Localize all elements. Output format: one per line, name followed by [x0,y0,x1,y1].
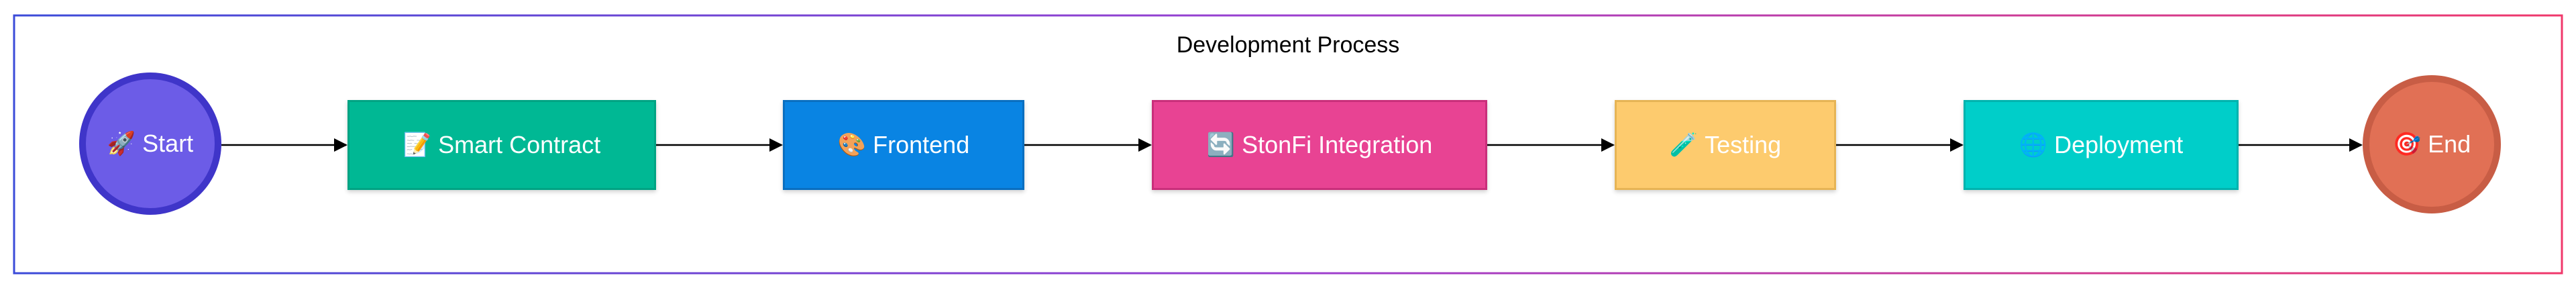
subgraph: Development Process [13,15,2563,274]
end-icon: 🎯 [2392,132,2422,157]
smart-contract-icon: 📝 [402,132,432,158]
deployment-icon: 🌐 [2019,132,2048,158]
node-testing: 🧪Testing [1615,100,1836,190]
start-icon: 🚀 [107,131,136,156]
node-stonfi: 🔄StonFi Integration [1152,100,1487,190]
node-label: Testing [1705,131,1782,158]
node-deployment: 🌐Deployment [1964,100,2239,190]
node-frontend: 🎨Frontend [783,100,1024,190]
node-smart-contract: 📝Smart Contract [347,100,656,190]
frontend-icon: 🎨 [837,132,867,158]
node-start: 🚀Start [79,72,221,215]
stonfi-icon: 🔄 [1206,132,1236,158]
subgraph-frame [13,14,2563,275]
node-label: Smart Contract [438,131,601,158]
node-label: Deployment [2054,131,2184,158]
node-end: 🎯End [2363,75,2501,213]
testing-icon: 🧪 [1669,132,1699,158]
node-label: Start [142,130,194,157]
node-label: Frontend [873,131,970,158]
node-label: End [2428,130,2471,158]
node-label: StonFi Integration [1242,131,1433,158]
diagram-title: Development Process [1176,32,1400,58]
